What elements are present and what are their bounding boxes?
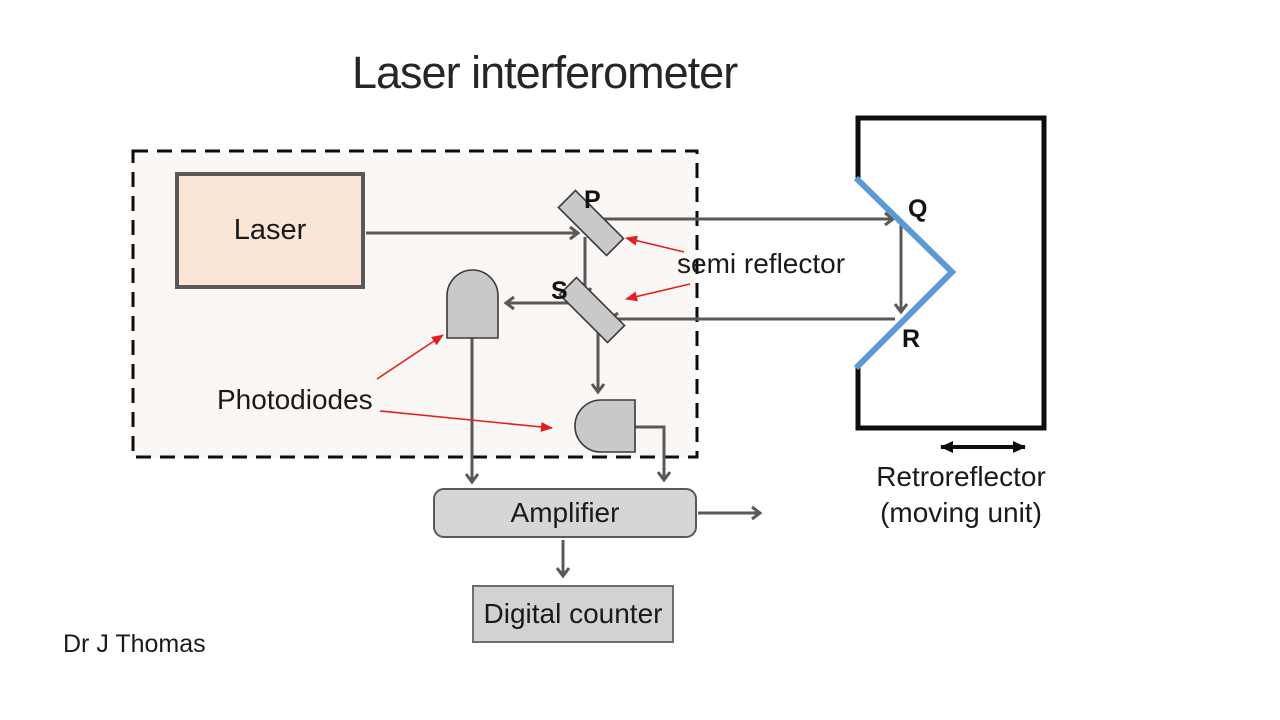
retroreflector-sub-label: (moving unit) xyxy=(880,497,1042,528)
semi-reflector-label: semi reflector xyxy=(677,248,846,279)
slide-title: Laser interferometer xyxy=(352,47,738,98)
digital-counter-box: Digital counter xyxy=(472,585,674,643)
photodiodes-label: Photodiodes xyxy=(217,384,373,415)
photodiode-2 xyxy=(574,399,636,453)
retroreflector-caption: Retroreflector (moving unit) xyxy=(861,459,1061,531)
digital-counter-label: Digital counter xyxy=(483,598,663,629)
retroreflector-mirror xyxy=(853,175,957,371)
amplifier-label: Amplifier xyxy=(510,497,620,528)
red-arrow-semi-reflector-to-p xyxy=(625,235,685,253)
laser-label: Laser xyxy=(233,214,307,246)
beam-splitter-s xyxy=(558,276,626,344)
author-credit: Dr J Thomas xyxy=(63,630,206,658)
point-q-label: Q xyxy=(908,195,928,223)
red-arrow-photodiodes-to-diode-1 xyxy=(376,334,444,380)
amplifier-box: Amplifier xyxy=(433,488,697,538)
retroreflector-body xyxy=(855,115,1047,431)
retroreflector-label: Retroreflector xyxy=(876,461,1046,492)
laser-box: Laser xyxy=(175,172,365,289)
beam-splitter-p xyxy=(557,189,625,257)
red-arrow-semi-reflector-to-s xyxy=(625,283,691,302)
wire-photodiode-2-to-amplifier xyxy=(635,425,672,483)
splitter-p-label: P xyxy=(584,186,601,214)
red-arrow-photodiodes-to-diode-2 xyxy=(379,410,553,432)
point-r-label: R xyxy=(902,325,921,353)
photodiode-1 xyxy=(446,269,499,339)
splitter-s-label: S xyxy=(551,277,568,305)
